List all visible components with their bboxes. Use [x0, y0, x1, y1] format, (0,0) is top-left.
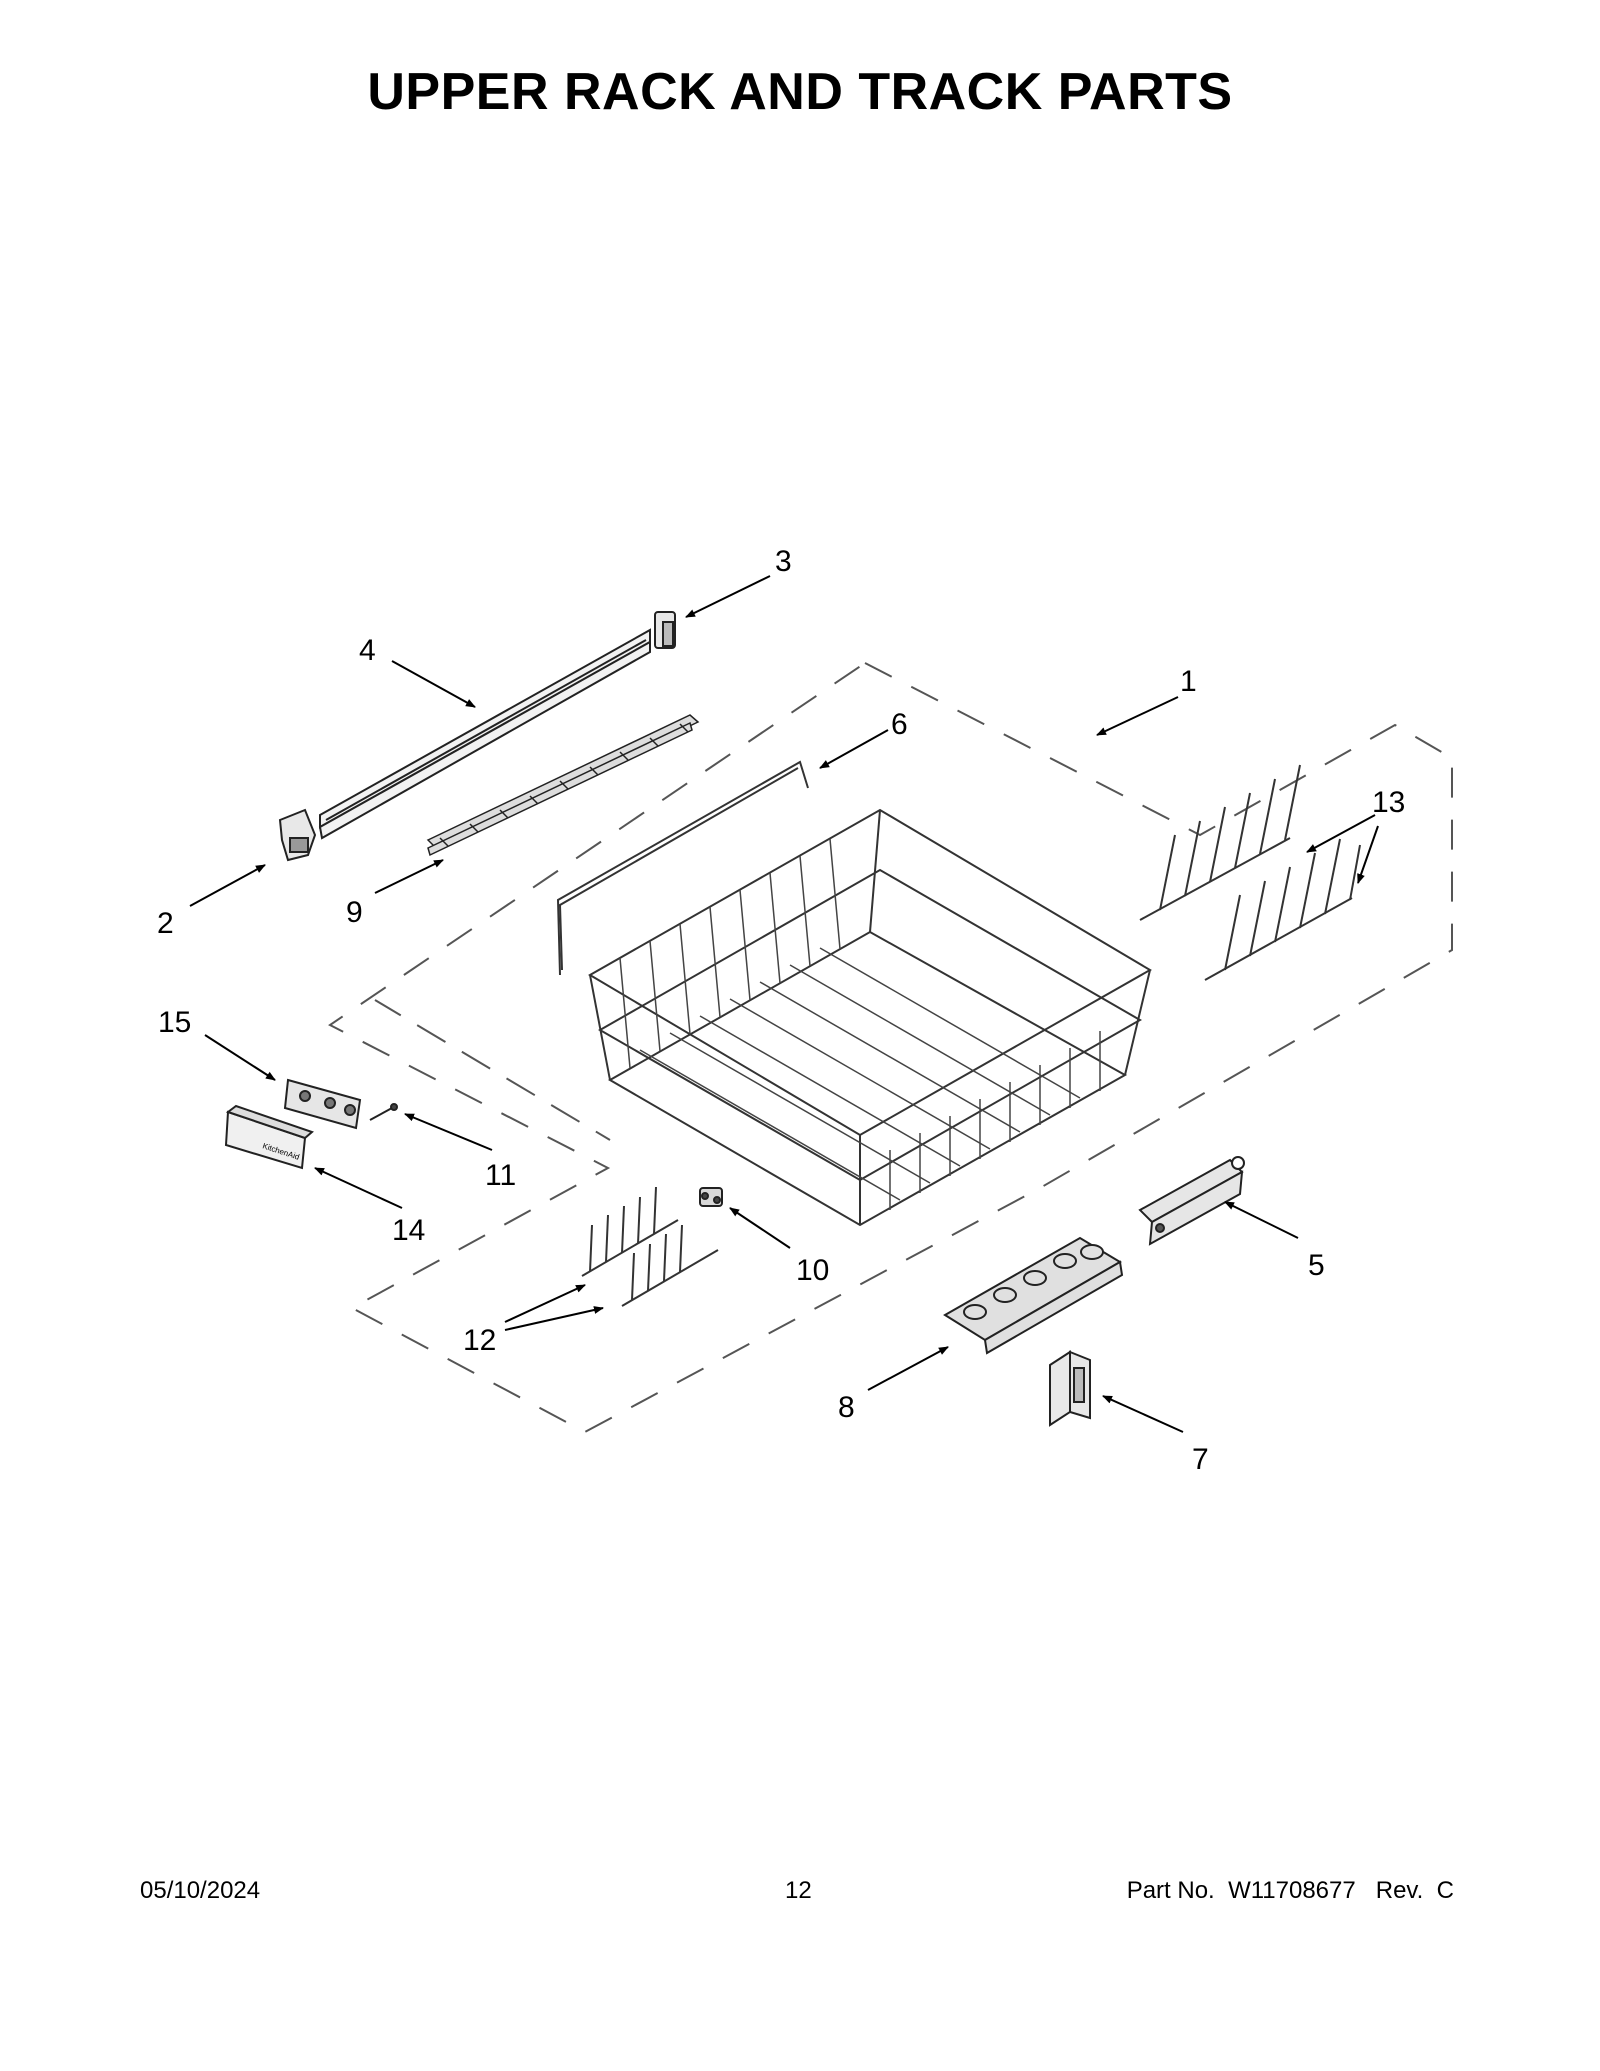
- part-14-handle-cover: [224, 1104, 314, 1170]
- callout-9: 9: [346, 896, 363, 929]
- leader-8: [867, 1346, 949, 1391]
- callout-7: 7: [1192, 1443, 1209, 1476]
- callout-11: 11: [485, 1159, 516, 1192]
- callout-15: 15: [158, 1006, 191, 1039]
- part-number: W11708677: [1228, 1877, 1356, 1904]
- part-13-folding-tines: [1139, 764, 1361, 981]
- footer-part-number: Part No. W11708677 Rev. C: [1127, 1877, 1454, 1905]
- leader-4: [391, 660, 476, 708]
- part-9-tine-teeth: [439, 723, 689, 847]
- leader-12a: [504, 1284, 586, 1323]
- leader-6: [819, 729, 889, 769]
- callout-1: 1: [1180, 665, 1197, 698]
- leader-2: [189, 864, 266, 907]
- assembly-boundary-lines: [328, 661, 1453, 1434]
- part-3-track-end-cap: [654, 611, 676, 649]
- part-11-screw: [369, 1103, 398, 1121]
- leader-14: [314, 1167, 403, 1209]
- footer-page-number: 12: [785, 1877, 812, 1904]
- leader-10: [729, 1207, 791, 1249]
- rev-label: Rev.: [1375, 1877, 1424, 1904]
- callout-13: 13: [1372, 786, 1405, 819]
- footer-date: 05/10/2024: [140, 1877, 261, 1904]
- leader-13b: [1357, 825, 1379, 884]
- leader-1: [1096, 696, 1179, 736]
- leader-15: [204, 1034, 276, 1081]
- part-8-cup-shelf: [943, 1236, 1124, 1355]
- rack-basket-wires: [619, 838, 1101, 1210]
- page-title: UPPER RACK AND TRACK PARTS: [367, 63, 1233, 121]
- part-5-track-slide: [1138, 1156, 1245, 1246]
- callout-6: 6: [891, 708, 908, 741]
- callout-5: 5: [1308, 1249, 1325, 1282]
- callout-10: 10: [796, 1254, 829, 1287]
- part-15-handle-mount: [283, 1078, 362, 1130]
- leader-11: [404, 1113, 493, 1151]
- callout-leader-arrows: [189, 575, 1379, 1433]
- part-4-track-rail: [318, 628, 651, 840]
- callout-numbers: 1 2 3 4 5 6 7 8 9 10 11 12 13 14 15: [157, 545, 1405, 1476]
- part-7-adjuster-bracket: [1049, 1350, 1091, 1427]
- leader-9: [374, 859, 444, 894]
- callout-8: 8: [838, 1391, 855, 1424]
- rev-value: C: [1436, 1877, 1454, 1904]
- part-10-clip: [699, 1187, 723, 1207]
- part-label: Part No.: [1126, 1877, 1215, 1904]
- callout-2: 2: [157, 907, 174, 940]
- callout-14: 14: [392, 1214, 425, 1247]
- leader-7: [1102, 1395, 1184, 1433]
- callout-12: 12: [463, 1324, 496, 1357]
- part-12-folding-tines: [581, 1186, 719, 1307]
- part-2-track-stop: [278, 808, 317, 862]
- callout-3: 3: [775, 545, 792, 578]
- part-9-tine-rows: [426, 714, 700, 857]
- leader-13a: [1306, 814, 1376, 853]
- callout-4: 4: [359, 634, 376, 667]
- leader-12b: [504, 1306, 604, 1331]
- leader-3: [685, 575, 771, 618]
- leader-5: [1224, 1201, 1299, 1239]
- part-1-upper-rack-basket: [588, 808, 1152, 1227]
- part-6-wire-stop: [556, 760, 809, 976]
